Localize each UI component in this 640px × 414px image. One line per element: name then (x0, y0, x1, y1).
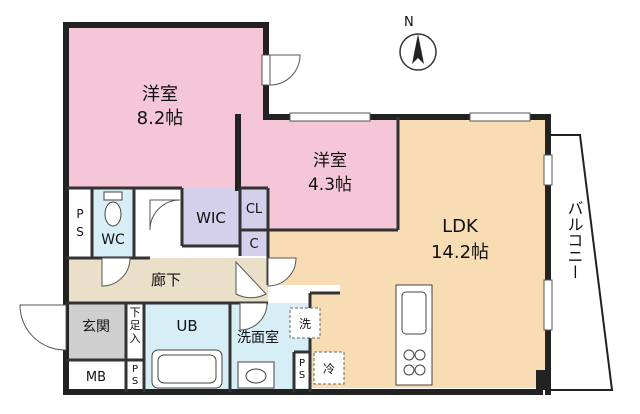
corridor-room (68, 258, 268, 303)
ps-top-p: P (76, 207, 83, 221)
washer-label: 洗 (299, 317, 311, 331)
toilet-icon (103, 191, 123, 227)
c-room (240, 230, 268, 256)
ps-top-s: S (76, 225, 84, 239)
wc-label: WC (101, 232, 125, 248)
ldk-name: LDK (442, 216, 479, 237)
mb-room (68, 360, 126, 390)
washer-icon (289, 307, 321, 339)
balcony-outline (548, 134, 614, 391)
ps-bottom-room (126, 360, 144, 390)
ps-top-room (68, 188, 92, 258)
western2-name: 洋室 (313, 151, 347, 171)
windows (261, 54, 553, 331)
shoe-label-2: 足 (130, 319, 141, 332)
ps-bottom-p: P (132, 364, 138, 375)
ldk-size: 14.2帖 (431, 242, 489, 263)
c-label: C (249, 237, 258, 252)
balcony-area (548, 135, 612, 390)
ps-mid-s: S (299, 370, 305, 381)
compass-icon (399, 33, 437, 71)
corridor-label: 廊下 (151, 271, 181, 289)
wic-room (182, 188, 240, 246)
shoe-label-3: 入 (130, 332, 141, 345)
shoe-label-1: 下 (130, 306, 141, 319)
ps-mid-room (294, 352, 310, 388)
cl-label: CL (246, 202, 263, 217)
western1-name: 洋室 (142, 84, 178, 105)
compass-north-label: N (404, 15, 414, 30)
ldk-room (268, 117, 548, 388)
ps-mid-p: P (299, 358, 305, 369)
fridge-label: 冷 (323, 362, 335, 376)
ps-bottom-s: S (132, 376, 138, 387)
shoe-label: 下足入 (130, 306, 141, 345)
wic-label: WIC (196, 209, 226, 227)
entrance-label: 玄関 (82, 318, 110, 335)
balcony-pillar (536, 370, 548, 390)
ub-label: UB (176, 317, 197, 335)
cl-room (240, 188, 268, 230)
fridge-icon (313, 351, 345, 385)
western1-size: 8.2帖 (137, 108, 184, 129)
shoe-cabinet (126, 303, 144, 360)
western2-size: 4.3帖 (308, 175, 352, 195)
washroom-label: 洗面室 (237, 329, 279, 346)
western-room-1 (66, 25, 266, 190)
balcony-label: バルコニー (565, 200, 584, 280)
mb-label: MB (86, 370, 106, 385)
bathtub-icon (151, 349, 223, 389)
kitchen-counter (395, 284, 433, 386)
doors (19, 54, 301, 351)
sink-icon (237, 361, 275, 389)
entrance-room (68, 303, 126, 360)
